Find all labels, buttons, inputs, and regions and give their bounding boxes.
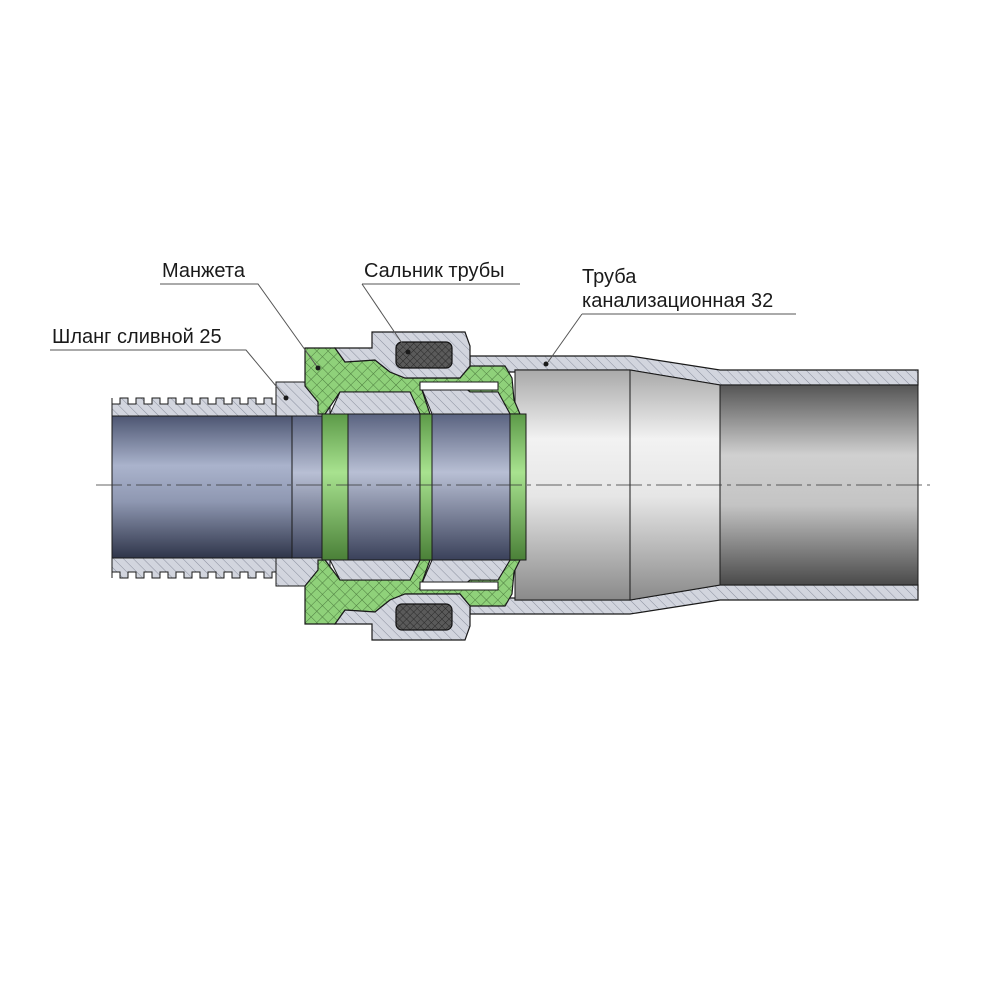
leader-gland (361, 283, 520, 353)
hose-corrugation-bottom (111, 557, 277, 579)
label-sewer-pipe-line2: канализационная 32 (582, 290, 774, 312)
seal-bottom (395, 603, 453, 631)
hose-bore (111, 415, 293, 559)
inner-sleeve-top (329, 391, 421, 415)
cuff-ring-3 (509, 413, 527, 561)
hose-corrugation-top (111, 397, 277, 417)
leader-cuff (160, 283, 319, 369)
pipe-gland-seal (395, 341, 499, 631)
cuff-ring-1 (321, 413, 349, 561)
leader-hose (50, 349, 287, 399)
sewer-pipe-bore-wide (514, 369, 631, 601)
drain-hose (111, 381, 333, 587)
label-pipe-gland: Сальник трубы (364, 260, 505, 282)
leader-dot-gland (405, 349, 411, 355)
cuff-ring-2 (419, 413, 433, 561)
label-drain-hose: Шланг сливной 25 (52, 326, 222, 348)
leader-pipe (547, 313, 796, 363)
leader-dot-pipe (543, 361, 549, 367)
cavity-bottom (419, 581, 499, 591)
inner-sleeve-bottom (329, 559, 421, 581)
leader-dot-cuff (315, 365, 321, 371)
leader-dots (283, 349, 549, 401)
leader-lines (50, 283, 796, 399)
cuff (304, 347, 527, 625)
leader-dot-hose (283, 395, 289, 401)
seal-top (395, 341, 453, 369)
label-cuff: Манжета (162, 260, 245, 282)
cavity-top (419, 381, 499, 391)
label-sewer-pipe-line1: Труба (582, 266, 637, 288)
